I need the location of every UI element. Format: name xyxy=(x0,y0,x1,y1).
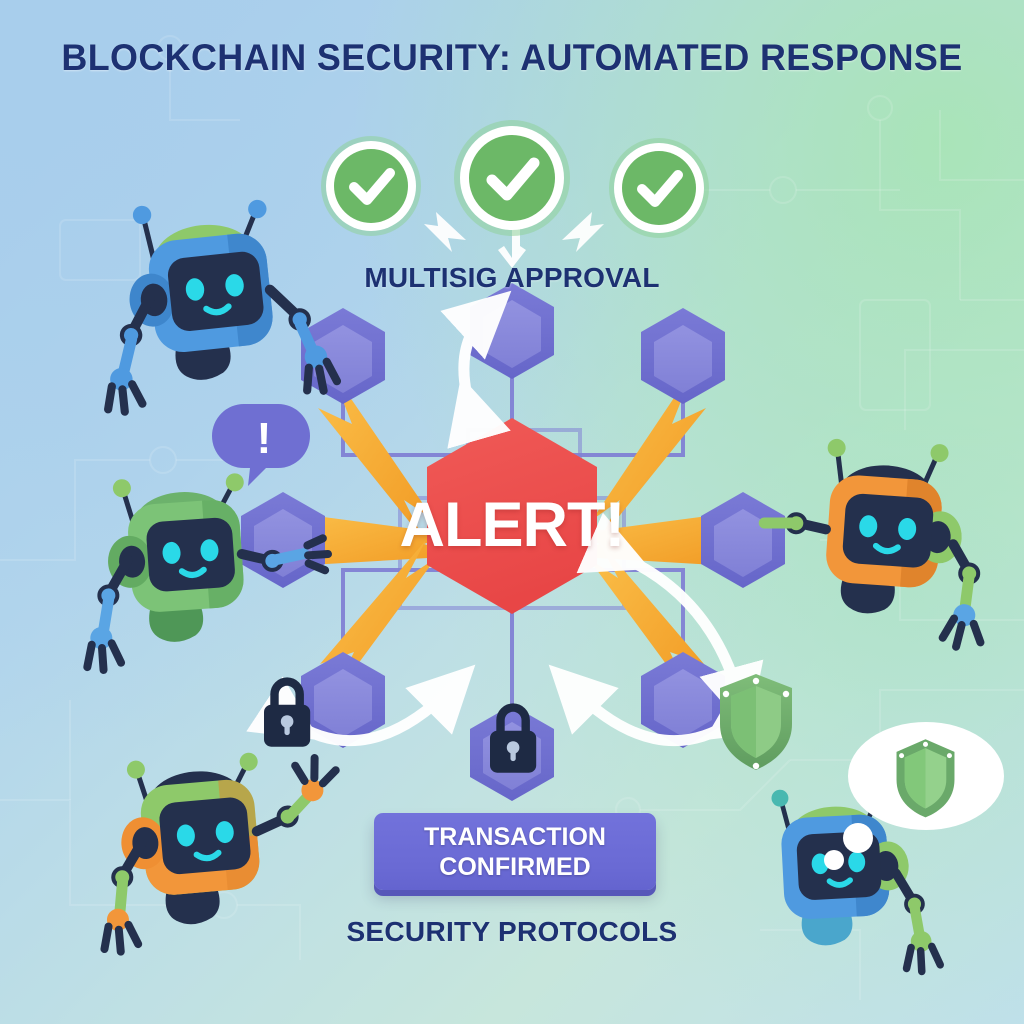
exclamation-mark: ! xyxy=(256,414,272,463)
page-title: BLOCKCHAIN SECURITY: AUTOMATED RESPONSE xyxy=(61,37,963,78)
arrow-icon xyxy=(246,290,778,747)
confirm-line-2: CONFIRMED xyxy=(439,852,591,881)
multisig-approval-label: MULTISIG APPROVAL xyxy=(364,262,660,293)
robot-top-left xyxy=(104,199,342,416)
shield-icon xyxy=(720,674,792,770)
padlock-icon xyxy=(264,677,537,773)
robot-bottom-left xyxy=(100,752,340,956)
approval-check-1 xyxy=(321,136,421,236)
robot-mid-left xyxy=(83,473,333,674)
robot-right xyxy=(758,438,985,651)
approval-check-3 xyxy=(609,138,709,238)
approval-check-2 xyxy=(454,120,570,236)
thought-bubble xyxy=(824,722,1004,870)
transaction-confirmed-button[interactable]: TRANSACTION CONFIRMED xyxy=(374,813,656,890)
security-protocols-label: SECURITY PROTOCOLS xyxy=(346,916,678,947)
alert-hexagon xyxy=(427,418,597,614)
speech-bubble xyxy=(212,404,310,486)
confirm-line-1: TRANSACTION xyxy=(424,822,606,851)
